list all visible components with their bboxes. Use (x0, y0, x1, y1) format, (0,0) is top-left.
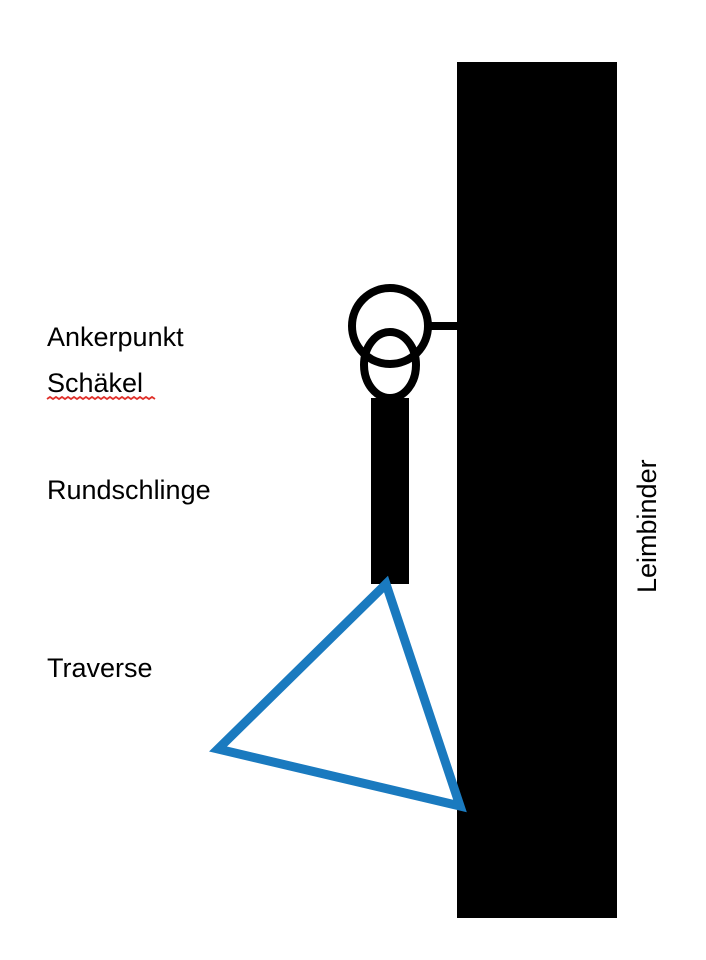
anchor-connector (428, 322, 458, 330)
round-sling (371, 398, 409, 584)
label-traverse: Traverse (47, 653, 153, 683)
label-leimbinder: Leimbinder (632, 459, 662, 593)
anchor-point-ring (348, 284, 432, 368)
traverse-triangle (209, 575, 467, 813)
label-ankerpunkt: Ankerpunkt (47, 322, 184, 352)
label-rundschlinge: Rundschlinge (47, 475, 211, 505)
label-schaekel: Schäkel (47, 368, 143, 398)
leimbinder-beam (457, 62, 617, 918)
spellcheck-underline (46, 395, 156, 401)
